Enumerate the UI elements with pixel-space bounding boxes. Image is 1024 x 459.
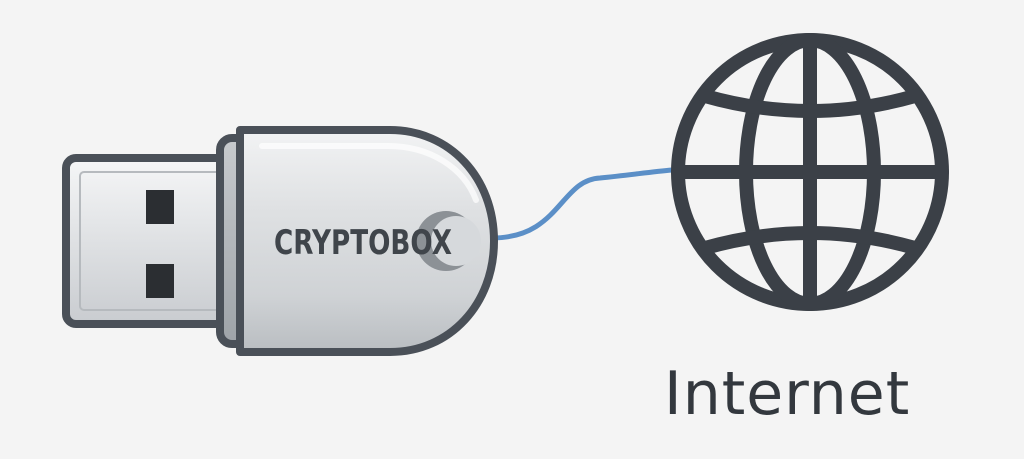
globe-icon (671, 33, 949, 311)
usb-plug (62, 154, 246, 328)
usb-contact-top (146, 190, 174, 224)
device-brand-label: CRYPTOBOX (274, 223, 452, 263)
usb-contact-bottom (146, 264, 174, 298)
usb-drive-icon: CRYPTOBOX (62, 126, 498, 356)
globe-latitude-north (698, 89, 922, 118)
globe-latitude-south (698, 226, 922, 255)
crescent-logo-icon (416, 211, 481, 271)
cable-line (489, 167, 675, 241)
usb-body (236, 126, 498, 356)
internet-label: Internet (664, 359, 911, 429)
usb-body-highlight (259, 143, 479, 203)
